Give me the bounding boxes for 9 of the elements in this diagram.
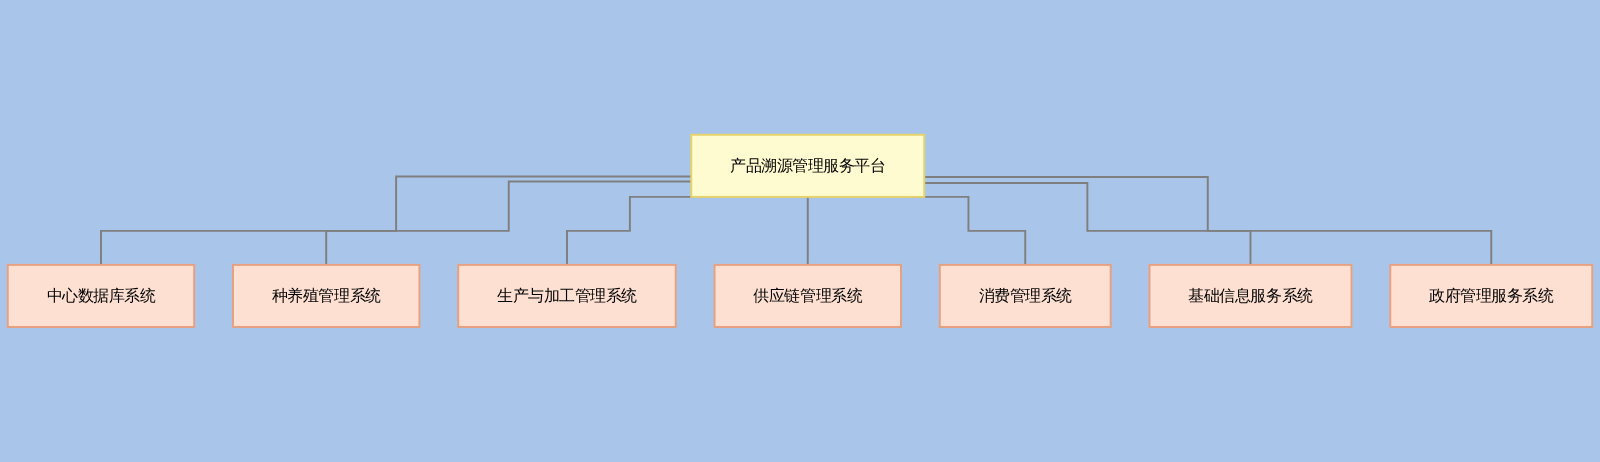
node-box: 政府管理服务系统 xyxy=(1389,264,1594,329)
node-box: 生产与加工管理系统 xyxy=(457,264,677,329)
node-box: 供应链管理系统 xyxy=(713,264,902,329)
connector xyxy=(806,196,809,266)
node-box: 中心数据库系统 xyxy=(6,264,196,329)
node-box: 产品溯源管理服务平台 xyxy=(690,133,926,198)
node-box: 基础信息服务系统 xyxy=(1148,264,1353,329)
node-box: 消费管理系统 xyxy=(938,264,1112,329)
node-box: 种养殖管理系统 xyxy=(232,264,421,329)
